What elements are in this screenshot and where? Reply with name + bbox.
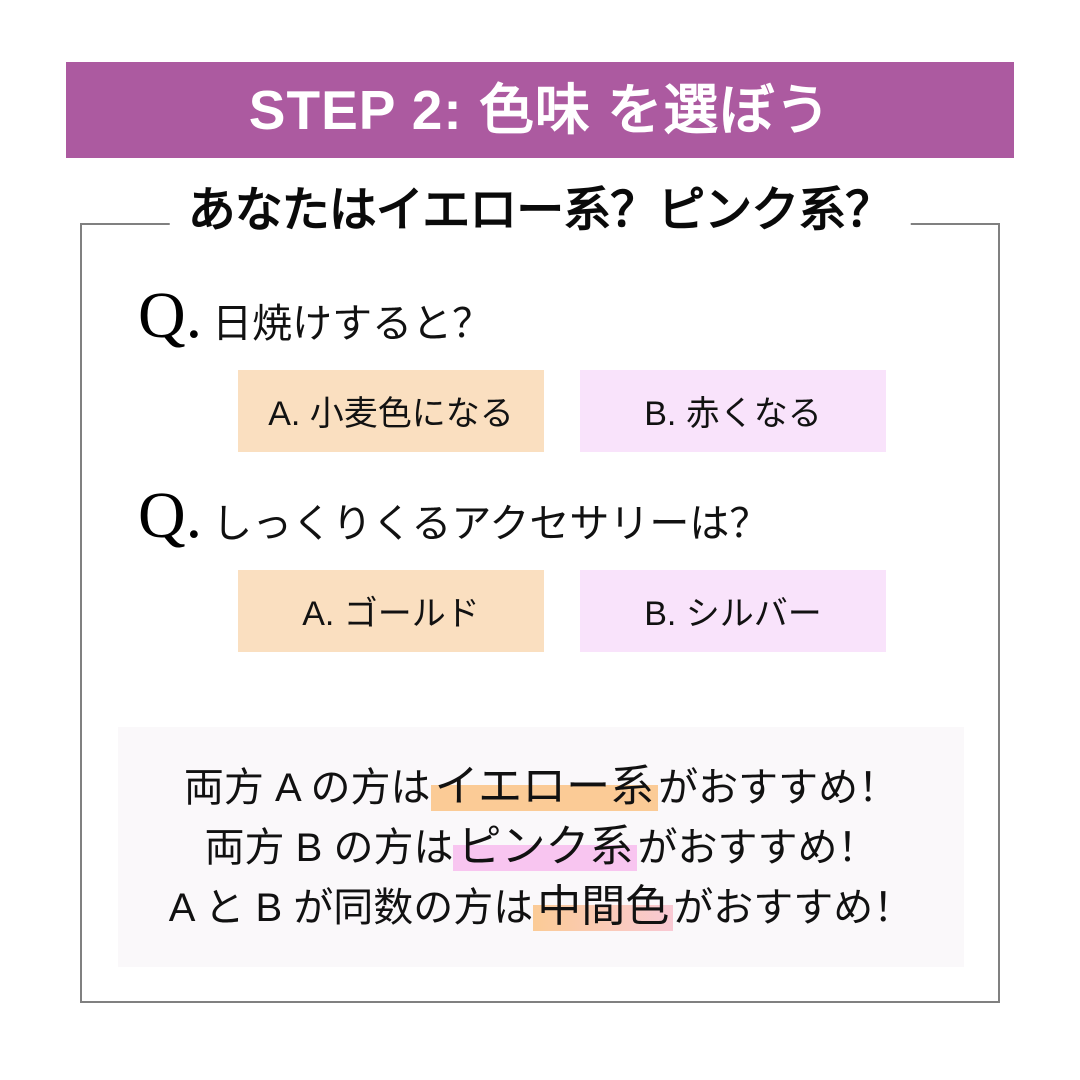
question-marker-icon: Q. <box>138 279 203 352</box>
answer-option-1b[interactable]: B. 赤くなる <box>580 369 886 452</box>
result-line-2-highlight: ピンク系 <box>453 825 638 871</box>
result-line-3-prefix: A と B が同数の方は <box>168 886 534 930</box>
answer-option-1a[interactable]: A. 小麦色になる <box>238 369 544 452</box>
question-line-1: Q. 日焼けすると？ <box>82 279 998 352</box>
question-text-1: 日焼けすると？ <box>212 302 493 346</box>
result-line-3-highlight: 中間色 <box>533 885 674 931</box>
result-line-1-highlight: イエロー系 <box>430 765 659 811</box>
result-line-3-suffix: がおすすめ！ <box>673 886 914 930</box>
question-text-2: しっくりくるアクセサリーは？ <box>212 502 770 546</box>
result-line-1-suffix: がおすすめ！ <box>658 766 899 810</box>
option-spacer <box>544 370 580 452</box>
step-header-title: STEP 2: 色味 を選ぼう <box>248 78 832 141</box>
result-line-2: 両方 B の方は ピンク系 がおすすめ！ <box>204 825 878 871</box>
result-line-1-prefix: 両方 A の方は <box>183 766 431 810</box>
question-marker-icon: Q. <box>138 479 203 552</box>
result-line-3: A と B が同数の方は 中間色 がおすすめ！ <box>168 885 914 931</box>
answer-option-2b[interactable]: B. シルバー <box>580 569 886 652</box>
answer-options-2: A. ゴールド B. シルバー <box>82 569 998 652</box>
result-summary-panel: 両方 A の方は イエロー系 がおすすめ！ 両方 B の方は ピンク系 がおすす… <box>118 727 964 967</box>
step-header-banner: STEP 2: 色味 を選ぼう <box>66 62 1014 158</box>
answer-option-2a[interactable]: A. ゴールド <box>238 569 544 652</box>
quiz-panel: あなたはイエロー系？ピンク系？ Q. 日焼けすると？ A. 小麦色になる B. … <box>80 187 1000 1003</box>
result-line-1: 両方 A の方は イエロー系 がおすすめ！ <box>183 765 899 811</box>
question-block-1: Q. 日焼けすると？ A. 小麦色になる B. 赤くなる <box>82 279 998 452</box>
result-line-2-prefix: 両方 B の方は <box>204 826 454 870</box>
result-line-2-suffix: がおすすめ！ <box>637 826 878 870</box>
question-block-2: Q. しっくりくるアクセサリーは？ A. ゴールド B. シルバー <box>82 479 998 652</box>
answer-options-1: A. 小麦色になる B. 赤くなる <box>82 369 998 452</box>
option-spacer <box>544 570 580 652</box>
quiz-panel-legend: あなたはイエロー系？ピンク系？ <box>169 187 911 235</box>
question-line-2: Q. しっくりくるアクセサリーは？ <box>82 479 998 552</box>
